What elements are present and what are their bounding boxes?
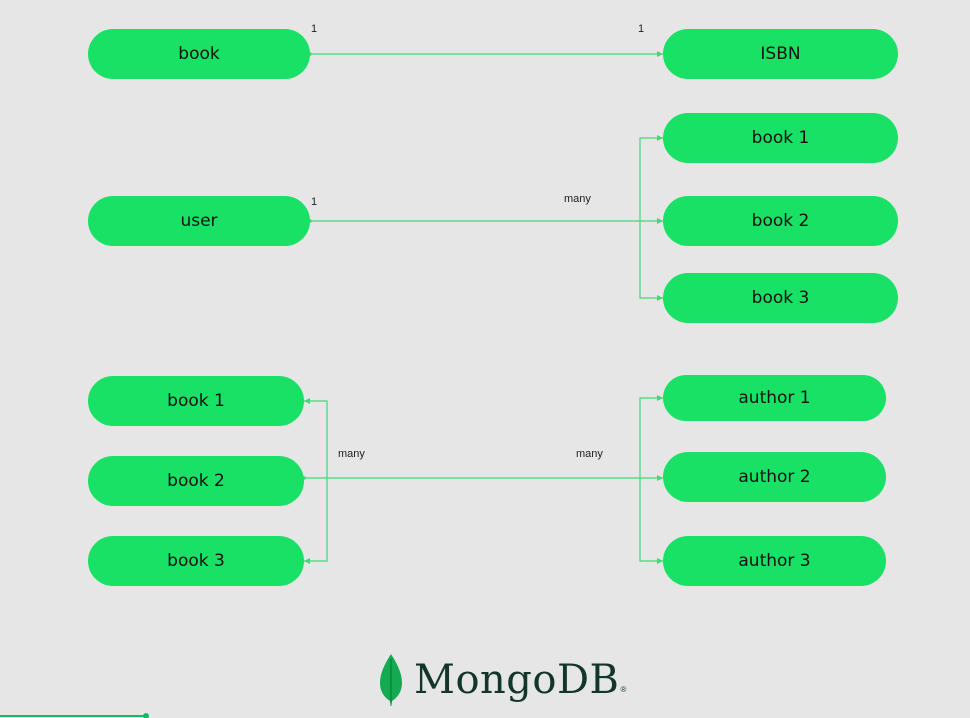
- video-progress-handle[interactable]: [142, 713, 149, 718]
- cardinality-label-right: many: [576, 448, 603, 460]
- node-book-2: book 2: [663, 196, 898, 246]
- node-author-3: author 3: [663, 536, 886, 586]
- connector-bracket-books: [639, 137, 663, 299]
- cardinality-label-right: 1: [638, 23, 645, 35]
- video-progress-bar[interactable]: [0, 713, 970, 718]
- arrowhead: [657, 395, 663, 401]
- mongodb-logo: MongoDB ®: [378, 650, 626, 710]
- arrowhead: [657, 295, 663, 301]
- node-author-1: author 1: [663, 375, 886, 421]
- connector-bracket-left-books: [304, 400, 328, 562]
- node-left-book-2: book 2: [88, 456, 304, 506]
- mongodb-wordmark: MongoDB: [414, 657, 620, 703]
- arrowhead: [657, 51, 663, 57]
- connector-bracket-authors: [639, 397, 663, 562]
- arrowhead: [657, 218, 663, 224]
- node-author-2: author 2: [663, 452, 886, 502]
- arrowhead: [657, 558, 663, 564]
- arrowhead: [304, 398, 310, 404]
- node-book-3: book 3: [663, 273, 898, 323]
- node-user: user: [88, 196, 310, 246]
- node-left-book-3: book 3: [88, 536, 304, 586]
- node-book: book: [88, 29, 310, 79]
- cardinality-label-left: 1: [311, 196, 318, 208]
- arrowhead: [657, 475, 663, 481]
- registered-mark: ®: [620, 685, 627, 694]
- video-progress-fill: [0, 715, 146, 717]
- cardinality-label-left: many: [338, 448, 365, 460]
- node-left-book-1: book 1: [88, 376, 304, 426]
- arrowhead: [304, 558, 310, 564]
- arrowhead: [657, 135, 663, 141]
- node-book-1: book 1: [663, 113, 898, 163]
- cardinality-label-left: 1: [311, 23, 318, 35]
- mongodb-leaf-icon: [380, 654, 402, 706]
- node-isbn: ISBN: [663, 29, 898, 79]
- cardinality-label-right: many: [564, 193, 591, 205]
